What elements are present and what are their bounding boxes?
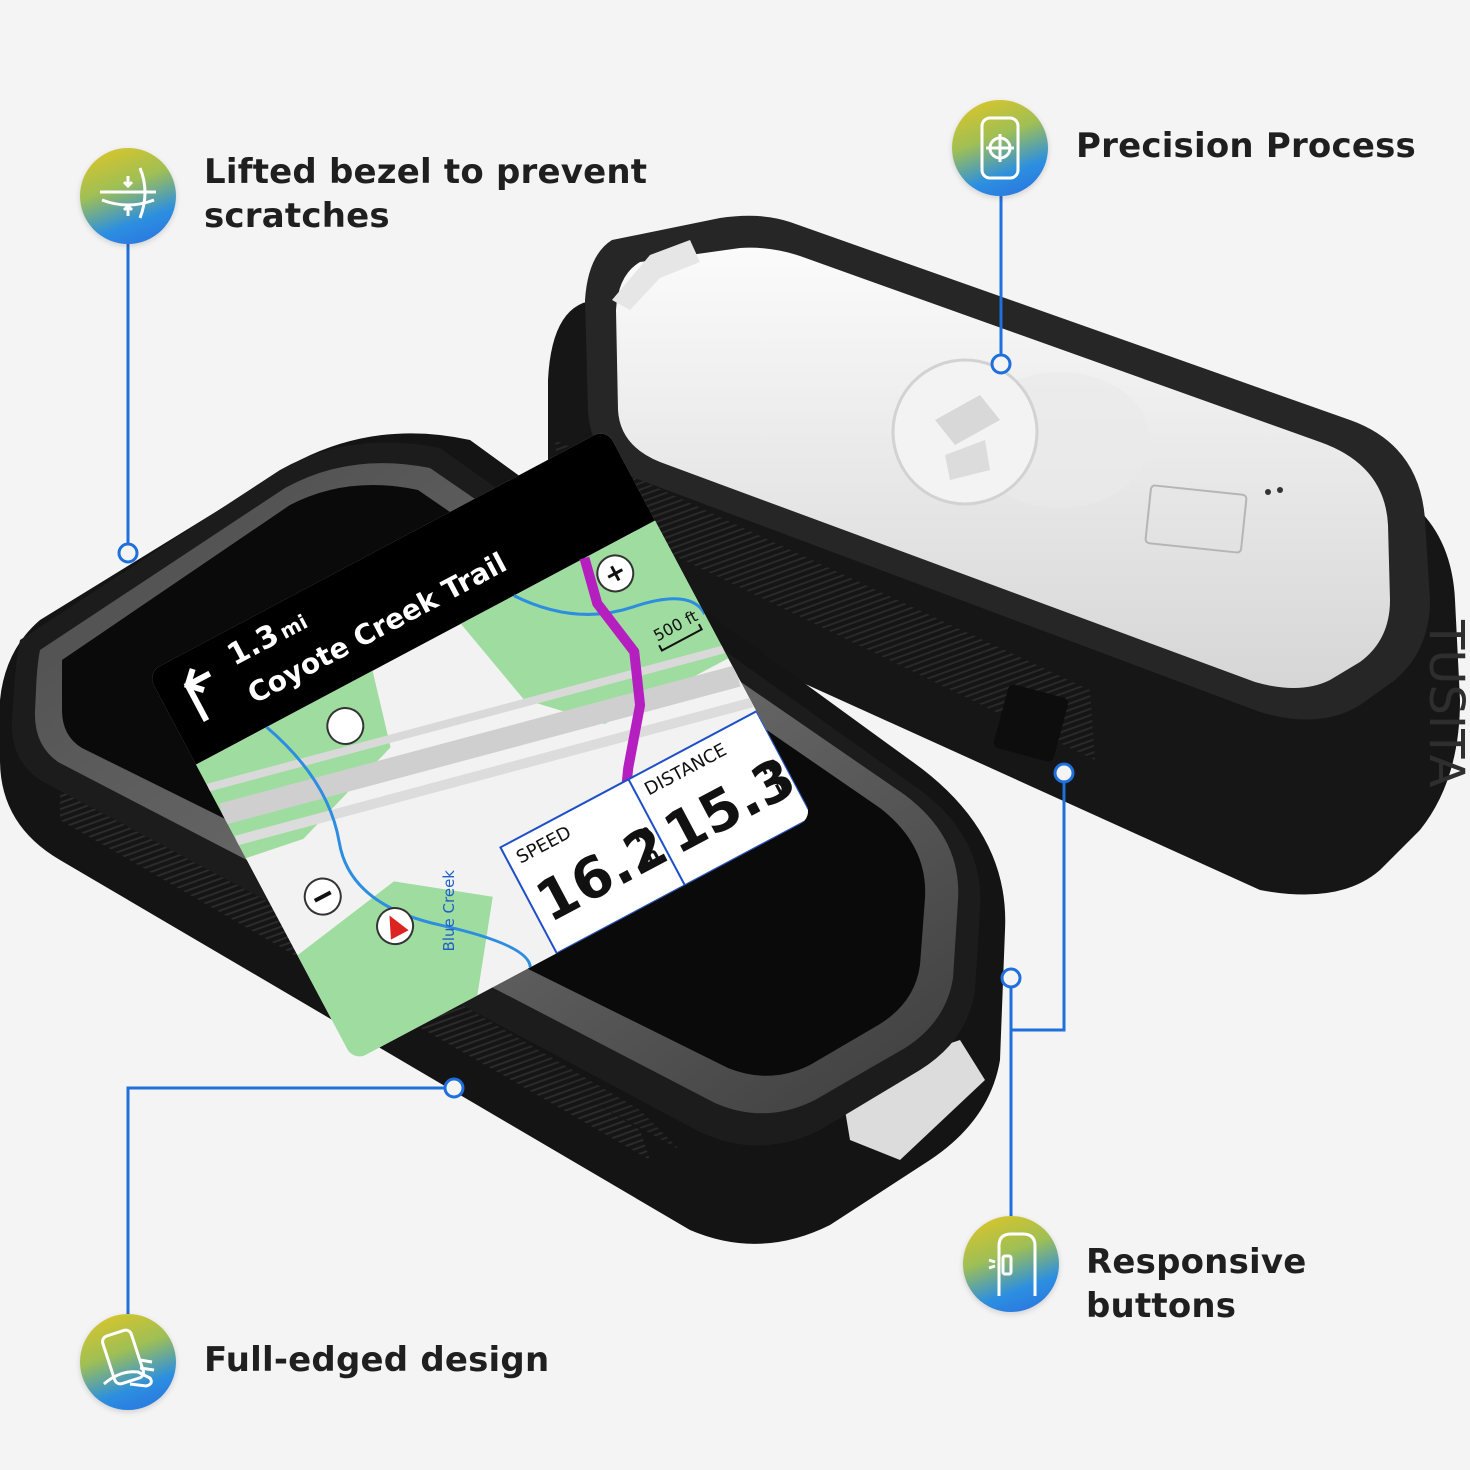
bezel-layer-icon <box>80 148 176 244</box>
side-button-icon <box>963 1216 1059 1312</box>
water-label: Blue Creek <box>440 870 458 952</box>
data-fields: SPEED 16.2 m h DISTANCE 15.3 m i <box>499 709 813 955</box>
feature-label-precision: Precision Process <box>1076 126 1416 166</box>
callout-lines <box>117 196 1075 1314</box>
device-crosshair-icon <box>952 100 1048 196</box>
hand-holding-device-icon <box>80 1314 176 1410</box>
map-area: Blue Creek <box>195 520 754 1062</box>
case-brand-text: TUSITA <box>1418 619 1470 788</box>
feature-label-buttons: Responsive buttons <box>1086 1242 1307 1326</box>
device-screen: Blue Creek 1.3mi Coyote Creek Trail 500 … <box>147 428 813 1062</box>
feature-label-edge: Full-edged design <box>204 1340 550 1380</box>
back-case: TUSITA <box>548 215 1470 895</box>
feature-label-bezel: Lifted bezel to prevent scratches <box>204 152 648 236</box>
mount-puck <box>891 358 1150 508</box>
